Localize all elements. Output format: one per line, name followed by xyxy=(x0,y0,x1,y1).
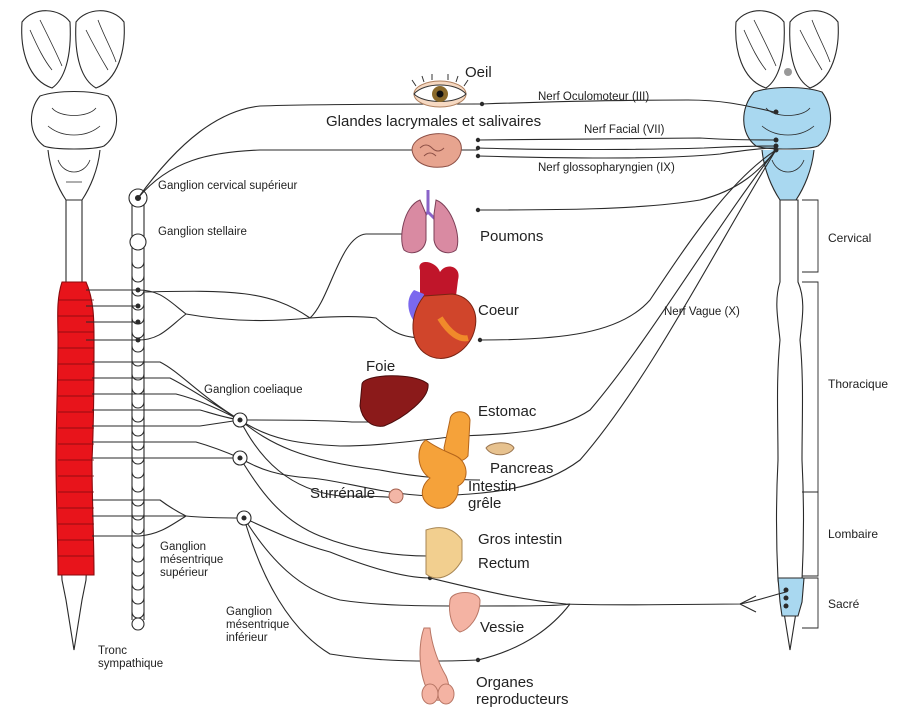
label-eye: Oeil xyxy=(465,64,492,81)
label-liver: Foie xyxy=(366,358,395,375)
label-region-cervical: Cervical xyxy=(828,232,871,246)
liver-organ xyxy=(360,376,428,427)
label-heart: Coeur xyxy=(478,302,519,319)
lungs-organ xyxy=(402,190,458,253)
label-glands: Glandes lacrymales et salivaires xyxy=(326,113,541,130)
label-region-sacral: Sacré xyxy=(828,598,859,612)
label-ganglion-superior-cervical: Ganglion cervical supérieur xyxy=(158,180,297,193)
eye-organ xyxy=(412,74,468,107)
left-thoraco-lumbar-segment xyxy=(56,282,94,575)
heart-organ xyxy=(408,262,475,359)
label-nerve-glossopharyngeal: Nerf glossopharyngien (IX) xyxy=(538,162,675,175)
label-ganglion-celiac: Ganglion coeliaque xyxy=(204,384,302,397)
label-lungs: Poumons xyxy=(480,228,543,245)
parasympathetic-fibres xyxy=(430,100,786,660)
bladder-organ xyxy=(449,593,480,633)
label-reproductive: Organes reproducteurs xyxy=(476,674,569,709)
label-region-lumbar: Lombaire xyxy=(828,528,878,542)
label-pancreas: Pancreas xyxy=(490,460,553,477)
label-nerve-oculomotor: Nerf Oculomoteur (III) xyxy=(538,91,649,104)
label-nerve-facial: Nerf Facial (VII) xyxy=(584,124,665,137)
label-sympathetic-trunk: Tronc sympathique xyxy=(98,645,163,671)
label-nerve-vagus: Nerf Vague (X) xyxy=(664,306,740,319)
left-brain-stem xyxy=(22,11,125,200)
label-ganglion-stellate: Ganglion stellaire xyxy=(158,226,247,239)
label-bladder: Vessie xyxy=(480,619,524,636)
right-brain-stem xyxy=(736,11,839,200)
right-region-brackets xyxy=(802,200,818,628)
glands-organ xyxy=(412,134,461,168)
reproductive-organ xyxy=(420,628,454,704)
label-adrenal: Surrénale xyxy=(310,485,375,502)
label-stomach: Estomac xyxy=(478,403,536,420)
label-ganglion-inferior-mesenteric: Ganglion mésentrique inférieur xyxy=(226,606,289,646)
label-region-thoracic: Thoracique xyxy=(828,378,888,392)
label-ganglion-superior-mesenteric: Ganglion mésentrique supérieur xyxy=(160,541,223,581)
label-small-intestine: Intestin grêle xyxy=(468,478,516,513)
label-rectum: Rectum xyxy=(478,555,530,572)
right-sacral-segment xyxy=(778,578,804,616)
label-large-intestine: Gros intestin xyxy=(478,531,562,548)
